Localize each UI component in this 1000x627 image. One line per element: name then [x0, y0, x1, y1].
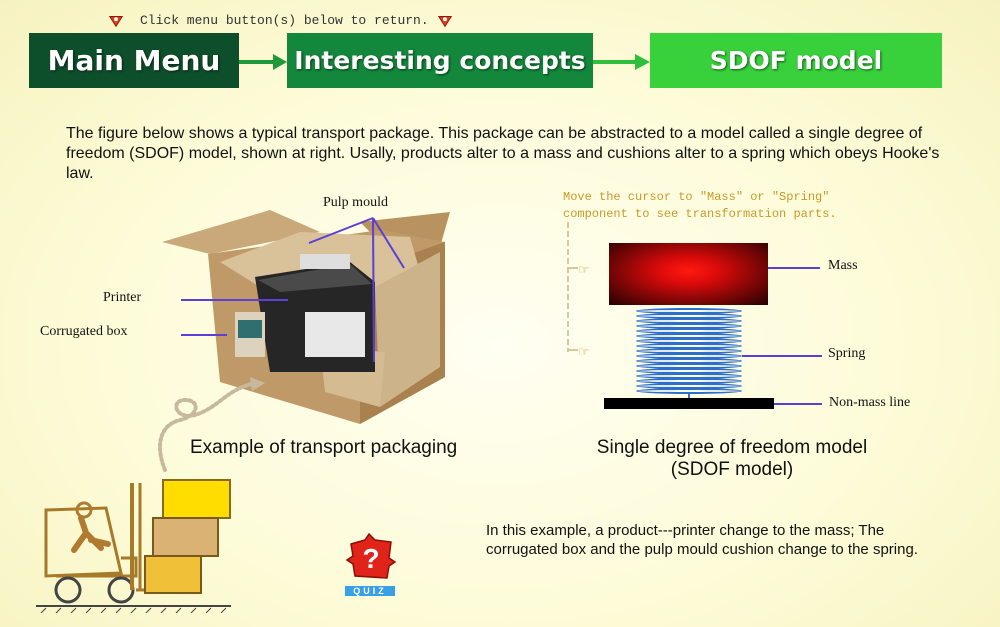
- swirl-decoration-icon: [158, 377, 265, 472]
- pointing-hand-icon: ☞: [578, 344, 590, 359]
- return-right-icon: [437, 16, 453, 28]
- puzzle-question-icon: ?: [345, 532, 397, 579]
- quiz-label: QUIZ: [345, 586, 395, 596]
- sdof-model-button[interactable]: SDOF model: [650, 33, 942, 88]
- svg-text:?: ?: [362, 543, 379, 574]
- cursor-hint-bracket: [567, 222, 578, 352]
- package-caption: Example of transport packaging: [190, 437, 458, 458]
- arrow-right-icon: [239, 54, 287, 70]
- quiz-button[interactable]: ? QUIZ: [345, 532, 397, 597]
- intro-text: The figure below shows a typical transpo…: [66, 125, 940, 182]
- model-instruction: Move the cursor to "Mass" or "Spring" co…: [563, 189, 837, 223]
- non-mass-line-label: Non-mass line: [829, 395, 911, 410]
- interesting-concepts-button[interactable]: Interesting concepts: [287, 33, 593, 88]
- model-caption: Single degree of freedom model (SDOF mod…: [584, 437, 880, 481]
- printer-label: Printer: [103, 290, 142, 305]
- model-instruction-line2: component to see transformation parts.: [563, 207, 837, 221]
- model-caption-line1: Single degree of freedom model: [596, 437, 868, 458]
- corrugated-box-label: Corrugated box: [40, 324, 128, 339]
- spring-tail: [688, 393, 690, 399]
- spring-label: Spring: [828, 346, 866, 361]
- middle-package-box: [152, 517, 219, 557]
- forklift-illustration: [36, 483, 231, 613]
- pulp-mould-label: Pulp mould: [323, 195, 388, 210]
- non-mass-line-base: [604, 398, 774, 409]
- mass-label: Mass: [828, 258, 858, 273]
- main-menu-button[interactable]: Main Menu: [29, 33, 239, 88]
- model-caption-line2: (SDOF model): [670, 459, 794, 480]
- arrow-right-icon: [593, 54, 650, 70]
- top-package-box: [162, 479, 231, 519]
- model-instruction-line1: Move the cursor to "Mass" or "Spring": [563, 190, 830, 204]
- bottom-package-box: [144, 555, 202, 594]
- pointing-hand-icon: ☞: [578, 262, 590, 277]
- transport-package-image: [162, 210, 450, 424]
- return-left-icon: [108, 16, 124, 28]
- return-hint: Click menu button(s) below to return.: [140, 13, 429, 28]
- outro-text: In this example, a product---printer cha…: [486, 522, 918, 558]
- mass-block[interactable]: [609, 243, 768, 305]
